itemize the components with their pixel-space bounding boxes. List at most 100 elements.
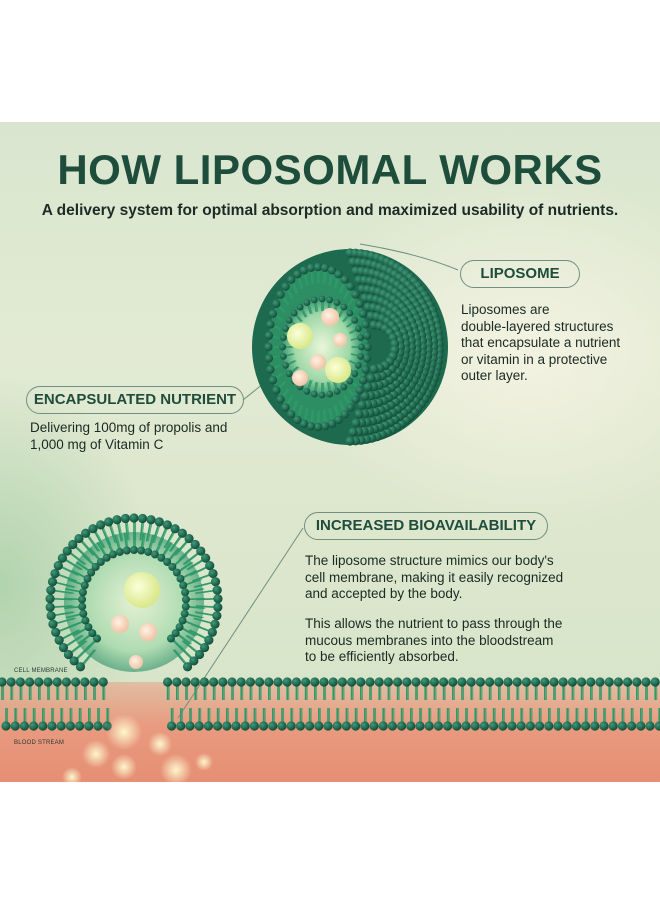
lipid-head [79,609,88,618]
lipid-head [58,642,69,653]
lipid-head [185,721,195,731]
lipid-head [357,343,365,351]
lipid-tail [56,573,78,582]
lipid-head [88,524,98,534]
lipid-head [558,677,568,687]
lipid-tail [60,629,81,641]
lipid-tail [64,635,84,649]
infographic-panel: HOW LIPOSOMAL WORKS A delivery system fo… [0,122,660,782]
lipid-head [190,539,200,550]
lipid-head [146,515,156,525]
liposome-line: or vitamin in a protective [461,351,608,367]
lipid-head [264,354,274,363]
nutrient-glow [82,740,110,768]
lipid-head [351,316,359,324]
lipid-head [452,721,462,731]
lipid-head [406,721,416,731]
lipid-head [212,611,222,621]
nutrient-glow [148,732,172,756]
lipid-head [150,550,159,559]
lipid-head [424,721,434,731]
lipid-head [362,354,372,363]
lipid-head [347,677,357,687]
lipid-head [357,400,367,410]
lipid-head [295,721,305,731]
lipid-head [346,403,355,412]
cell-membrane [0,677,660,731]
lipid-head [397,721,407,731]
lipid-head [80,677,90,687]
lipid-head [577,677,587,687]
lipid-head [356,677,366,687]
liposome-line: that encapsulate a nutrient [461,335,621,350]
lipid-head [318,295,326,303]
lipid-head [201,553,211,563]
lipid-head [78,588,87,597]
lipid-head [65,721,75,731]
lipid-head [43,677,53,687]
lipid-head [84,623,93,632]
lipid-head [641,677,651,687]
lipid-head [71,677,81,687]
lipid-head [328,677,338,687]
lipid-tail [52,589,75,594]
lipid-tail [69,640,88,655]
lipid-head [15,677,25,687]
lipid-head [282,361,290,369]
lipid-head [498,721,508,731]
lipid-head [259,721,269,731]
lipid-head [358,376,368,385]
lipid-head [204,635,214,645]
lipid-head [45,602,55,612]
liposome-description: Liposomes are double-layered structures … [461,302,651,385]
lipid-head [346,282,355,291]
lipid-head [63,649,74,660]
lipid-head [34,677,44,687]
lipid-head [346,377,354,385]
lipid-head [179,581,188,590]
lipid-tail [51,605,74,608]
lipid-head [562,721,572,731]
bioavailability-line: cell membrane, making it easily recogniz… [305,569,564,585]
lipid-head [69,656,79,666]
lipid-head [296,303,304,311]
lipid-head [213,602,223,612]
lipid-head [361,365,370,374]
lipid-head [567,677,578,687]
lipid-head [341,721,351,731]
lipid-head [181,677,191,687]
lipid-head [46,585,56,595]
liposome-line: Liposomes are [461,302,550,317]
lipid-head [627,721,637,731]
lipid-head [553,721,563,731]
lipid-head [286,721,296,731]
lipid-head [327,419,337,428]
lipid-head [180,609,189,618]
lipid-head [340,303,348,311]
lipid-tail [52,611,75,617]
lipid-head [273,677,283,687]
lipid-head [89,677,99,687]
lipid-head [56,721,66,731]
lipid-head [172,568,181,577]
lipid-head [354,361,362,369]
lipid-head [279,343,287,351]
lipid-head [313,422,323,432]
nutrient-particle [325,357,351,383]
lipid-head [650,677,660,687]
lipid-head [443,721,453,731]
lipid-head [357,334,365,342]
lipid-head [485,677,495,687]
lipid-tail [63,557,83,571]
lipid-head [310,390,318,398]
lipid-head [236,677,246,687]
lipid-head [75,662,86,672]
lipid-head [199,677,209,687]
fusing-liposome [45,513,223,672]
lipid-head [87,568,96,577]
nutrient-particle [333,333,347,347]
bioavailability-paragraph-1: The liposome structure mimics our body's… [305,553,605,603]
lipid-head [279,352,287,360]
lipid-head [272,386,281,395]
lipid-head [355,386,364,395]
